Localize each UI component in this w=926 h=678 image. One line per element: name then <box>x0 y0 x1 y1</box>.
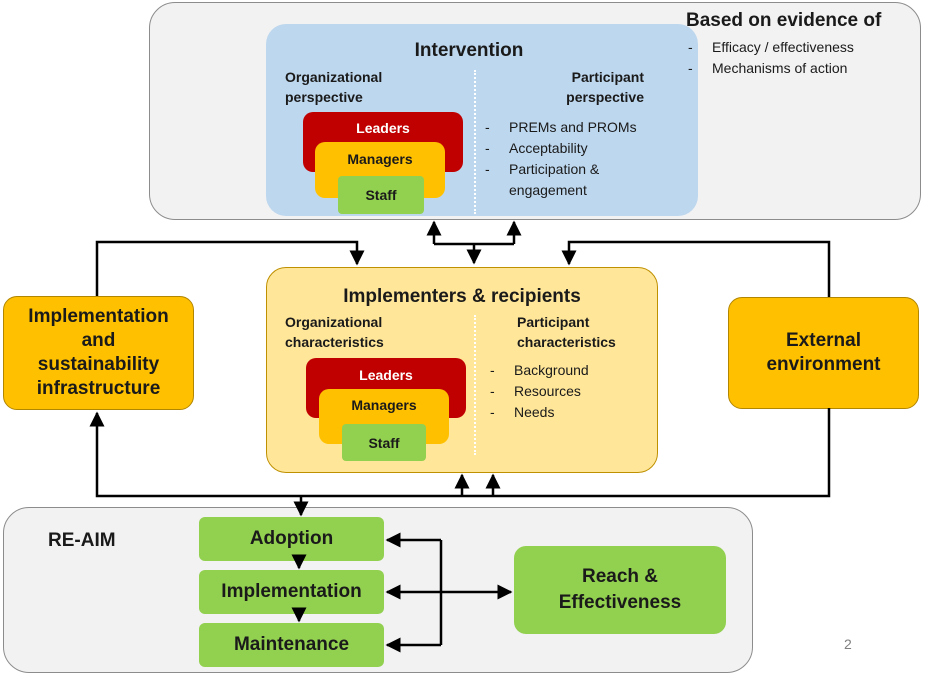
connector-to-infrastructure <box>89 411 301 498</box>
list-item: PREMs and PROMs <box>483 117 663 138</box>
staff-label: Staff <box>368 434 400 451</box>
implementers-staff-layer: Staff <box>342 424 426 461</box>
adoption-label: Adoption <box>249 528 334 549</box>
implementers-divider <box>474 315 476 455</box>
intervention-divider <box>474 70 476 214</box>
managers-label: Managers <box>351 397 417 413</box>
list-item: Resources <box>488 381 638 402</box>
leaders-label: Leaders <box>356 120 410 136</box>
external-environment-box: External environment <box>728 297 919 409</box>
infrastructure-label: Implementation and sustainability infras… <box>28 306 169 399</box>
list-item: Mechanisms of action <box>686 58 906 79</box>
implementation-box: Implementation <box>199 570 384 614</box>
leaders-label: Leaders <box>359 367 413 383</box>
list-item: Acceptability <box>483 138 663 159</box>
intervention-title: Intervention <box>414 40 524 61</box>
staff-label: Staff <box>365 187 397 203</box>
connector-infrastructure-to-implementers <box>95 240 365 296</box>
reach-effectiveness-box: Reach & Effectiveness <box>514 546 726 634</box>
managers-label: Managers <box>347 151 413 167</box>
connector-environment-bottom <box>301 408 831 498</box>
maintenance-box: Maintenance <box>199 623 384 667</box>
participant-perspective-label: Participant perspective <box>566 69 644 105</box>
organizational-characteristics-label: Organizational characteristics <box>285 314 384 350</box>
participant-characteristics-label: Participant characteristics <box>517 314 616 350</box>
infrastructure-box: Implementation and sustainability infras… <box>3 296 194 410</box>
evidence-list: Efficacy / effectiveness Mechanisms of a… <box>686 37 906 79</box>
maintenance-label: Maintenance <box>233 634 350 655</box>
external-environment-label: External environment <box>766 330 881 375</box>
list-item: Background <box>488 360 638 381</box>
intervention-participant-list: PREMs and PROMs Acceptability Participat… <box>483 117 663 201</box>
list-item: Needs <box>488 402 638 423</box>
implementation-label: Implementation <box>221 581 362 602</box>
reaim-title: RE-AIM <box>48 530 116 551</box>
evidence-title: Based on evidence of <box>686 10 882 31</box>
intervention-staff-layer: Staff <box>338 176 424 214</box>
reach-effectiveness-label: Reach & Effectiveness <box>558 566 682 613</box>
adoption-box: Adoption <box>199 517 384 561</box>
list-item: Efficacy / effectiveness <box>686 37 906 58</box>
connector-environment-to-implementers <box>561 240 831 297</box>
implementers-title: Implementers & recipients <box>343 286 581 307</box>
organizational-perspective-label: Organizational perspective <box>285 69 383 105</box>
list-item: Participation & engagement <box>483 159 663 201</box>
page-number: 2 <box>844 636 852 652</box>
implementers-participant-list: Background Resources Needs <box>488 360 638 423</box>
